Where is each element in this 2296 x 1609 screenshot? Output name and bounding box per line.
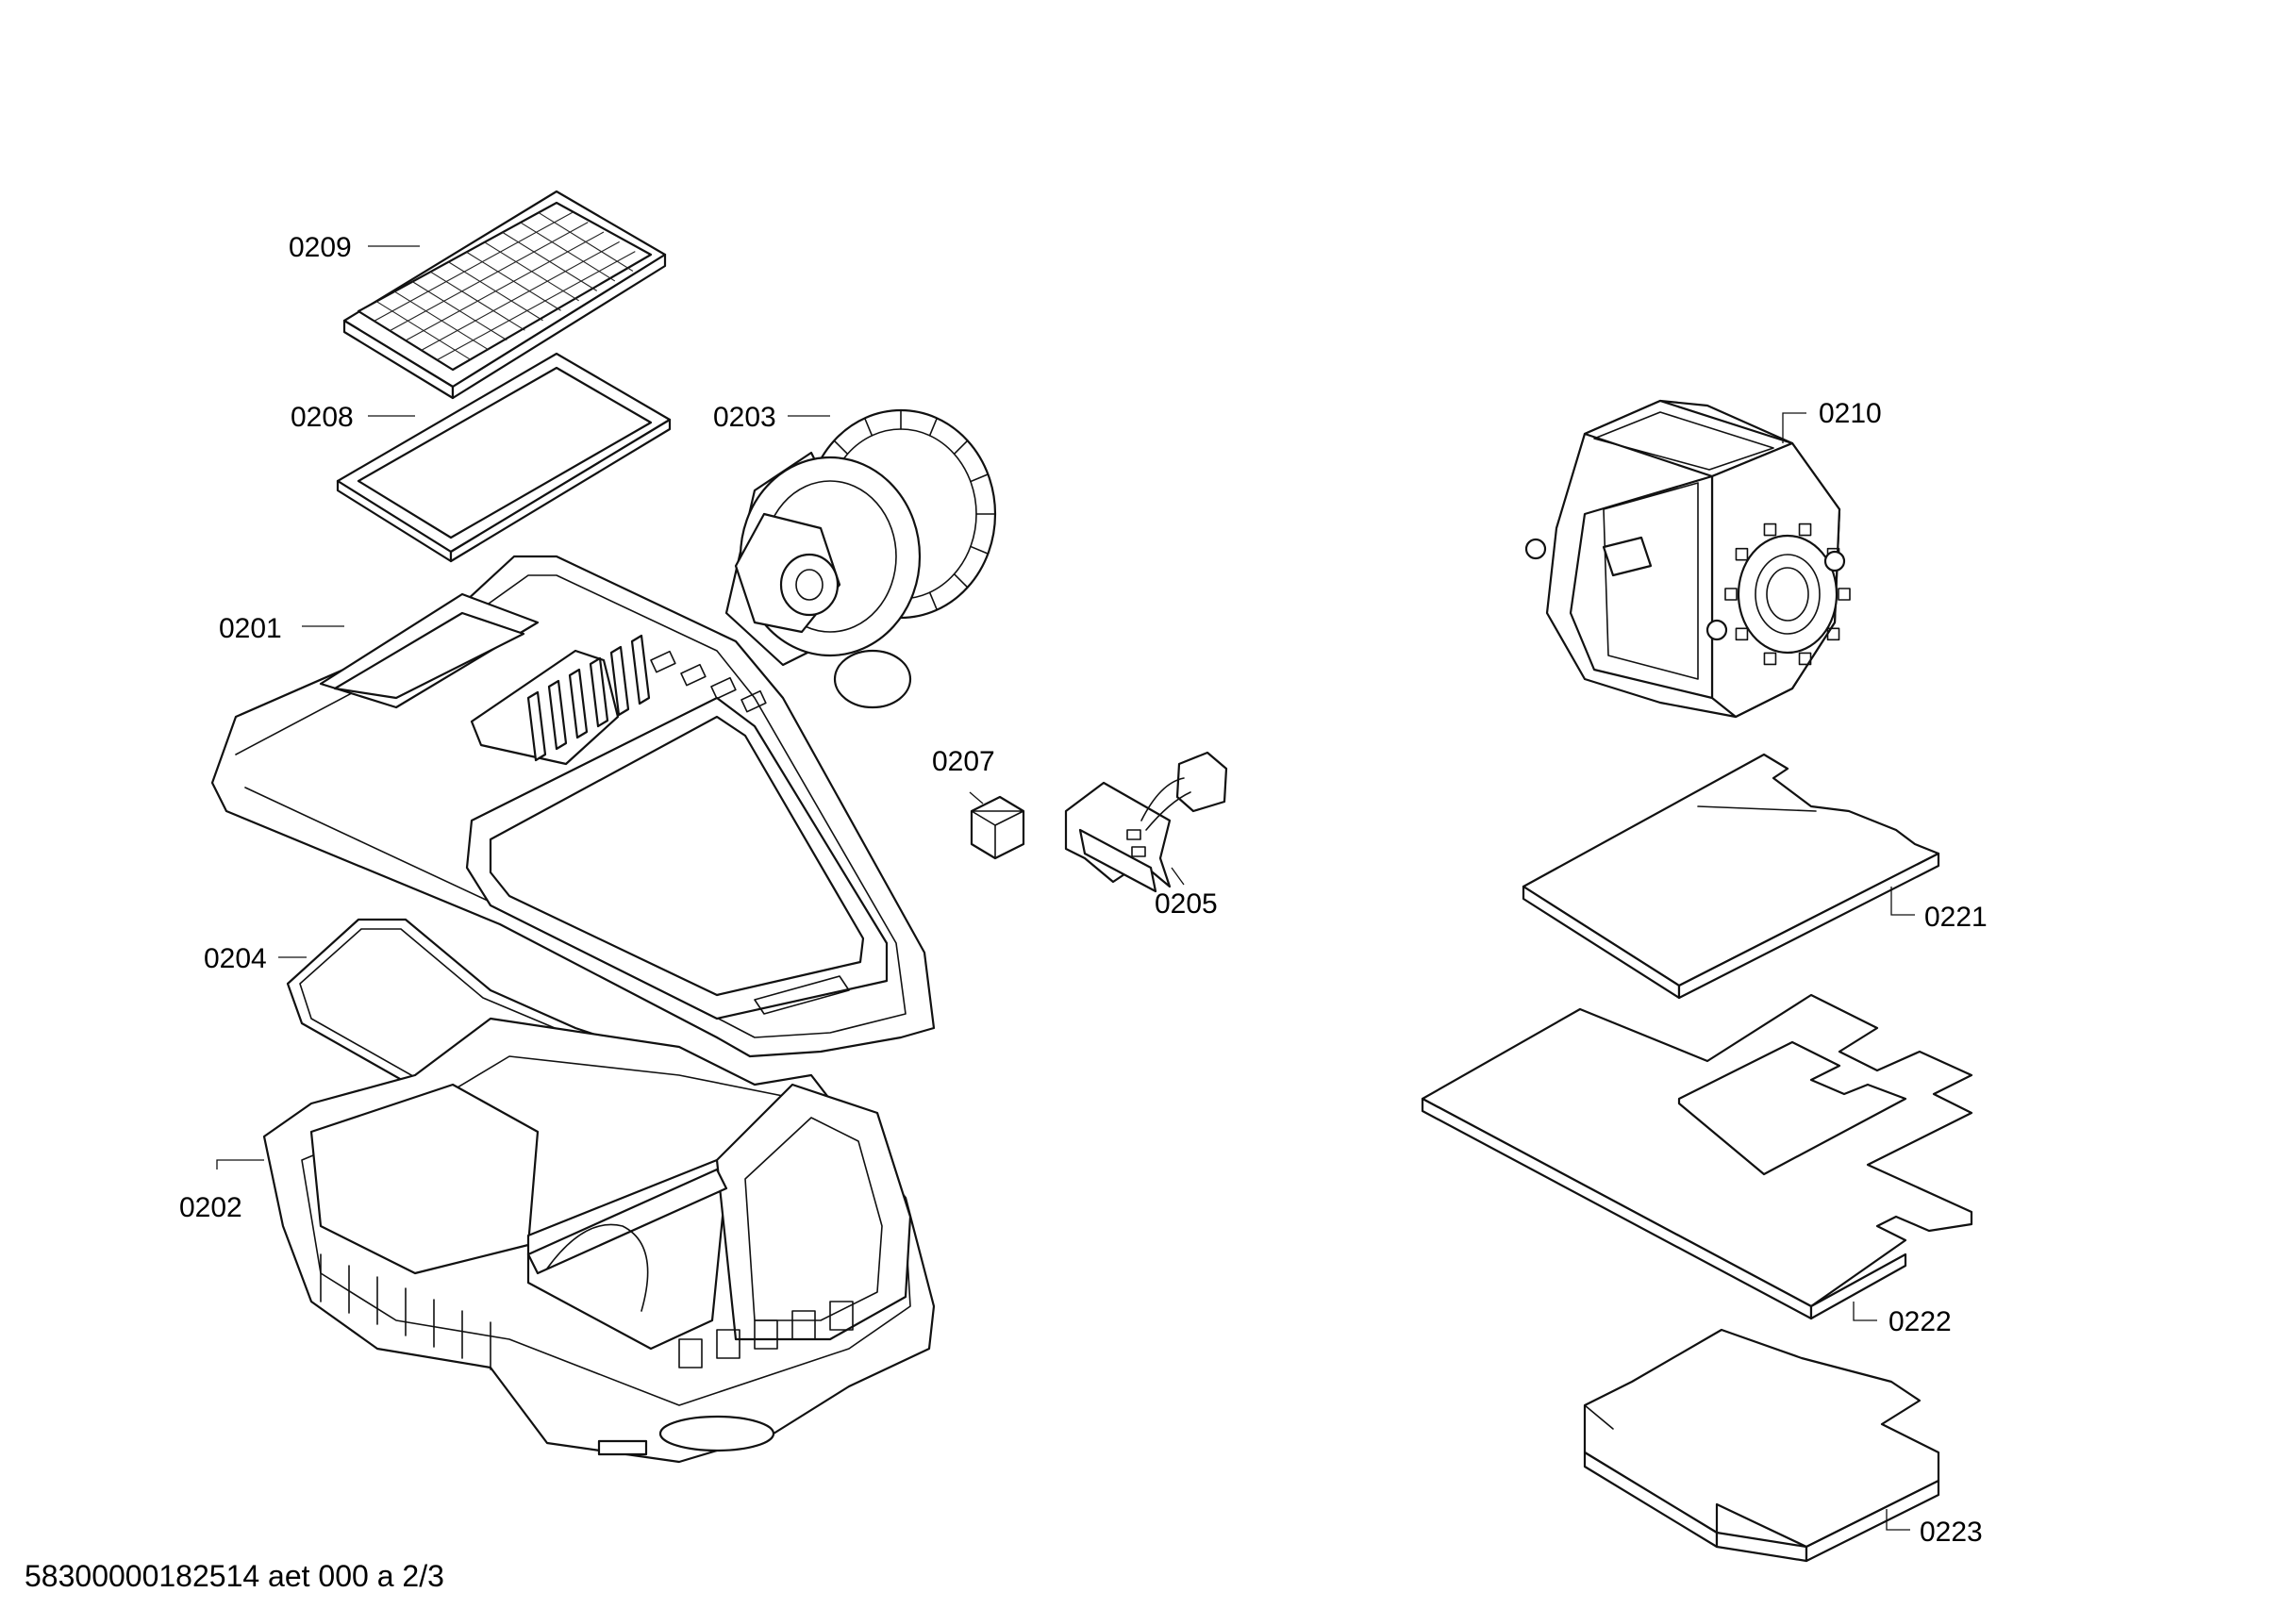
part-0222-large-pad — [1421, 993, 1973, 1320]
label-0207: 0207 — [932, 746, 995, 777]
part-0201-upper-housing — [210, 555, 936, 1058]
label-0205: 0205 — [1155, 888, 1218, 920]
label-0201: 0201 — [219, 613, 282, 644]
leader-0223 — [1886, 1509, 1910, 1531]
part-0202-lower-housing — [262, 1017, 936, 1464]
leader-0205 — [1171, 867, 1185, 886]
part-0203-cable-reel — [724, 408, 997, 709]
label-0221: 0221 — [1924, 902, 1988, 933]
part-0223-small-pad — [1583, 1328, 1940, 1563]
label-0204: 0204 — [204, 943, 267, 974]
leader-0222 — [1853, 1302, 1877, 1321]
document-code: 58300000182514 aet 000 a 2/3 — [25, 1559, 444, 1593]
leader-0202 — [216, 1159, 264, 1169]
part-0209-filter-grille — [342, 190, 667, 400]
part-0221-filter-pad — [1522, 753, 1940, 1000]
label-0203: 0203 — [713, 402, 776, 433]
leader-0221 — [1890, 887, 1915, 916]
label-0209: 0209 — [289, 232, 352, 263]
part-0207-switch — [969, 791, 1025, 860]
part-0210-motor — [1524, 399, 1851, 719]
part-0208-filter-frame — [336, 352, 672, 563]
label-0202: 0202 — [179, 1192, 242, 1223]
label-0210: 0210 — [1819, 398, 1882, 429]
part-0205-circuit-board — [1064, 751, 1228, 893]
label-0222: 0222 — [1888, 1306, 1952, 1337]
leader-0210 — [1782, 412, 1806, 443]
label-0208: 0208 — [291, 402, 354, 433]
label-0223: 0223 — [1920, 1517, 1983, 1548]
